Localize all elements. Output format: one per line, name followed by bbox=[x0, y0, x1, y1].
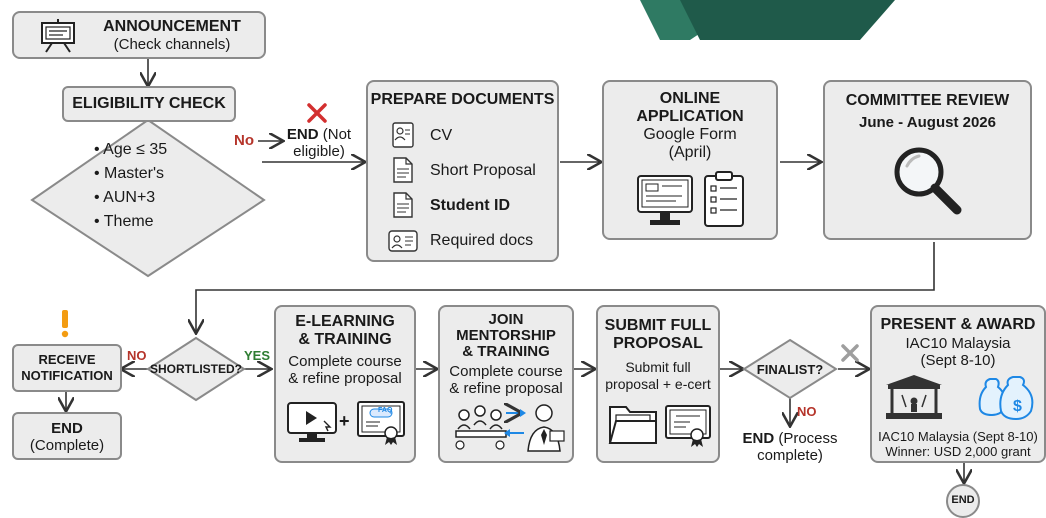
finalist-diamond bbox=[742, 338, 838, 400]
magnifier-icon bbox=[894, 147, 962, 215]
cross-icon bbox=[307, 103, 327, 123]
announcement-box: ANNOUNCEMENT (Check channels) bbox=[12, 11, 266, 59]
document-icon bbox=[393, 192, 413, 218]
online-subtitle: Google Form(April) bbox=[643, 126, 737, 161]
elearning-subtitle: Complete course& refine proposal bbox=[288, 353, 402, 387]
certificate-icon bbox=[357, 401, 405, 445]
committee-title: COMMITTEE REVIEW bbox=[845, 92, 1010, 109]
dollar-sign: $ bbox=[1013, 398, 1022, 415]
committee-review-box: COMMITTEE REVIEW June - August 2026 bbox=[823, 80, 1032, 240]
decorative-banner bbox=[640, 0, 895, 40]
eligibility-diamond bbox=[30, 118, 266, 278]
plus-sign: + bbox=[339, 411, 350, 431]
video-monitor-icon bbox=[287, 402, 337, 442]
eligibility-header: ELIGIBILITY CHECK bbox=[62, 86, 236, 122]
end-final-circle: END bbox=[946, 484, 980, 518]
prepare-documents-box: PREPARE DOCUMENTS CV Short Proposal Stud… bbox=[366, 80, 559, 262]
finalist-no-label: NO bbox=[797, 404, 817, 419]
announcement-subtitle: (Check channels) bbox=[113, 36, 231, 53]
doc-item-label: CV bbox=[430, 127, 453, 144]
present-title: PRESENT & AWARD bbox=[880, 316, 1036, 333]
folder-icon bbox=[608, 406, 657, 444]
present-footer: IAC10 Malaysia (Sept 8-10)Winner: USD 2,… bbox=[878, 429, 1038, 459]
exclamation-icon bbox=[61, 310, 69, 338]
id-card-icon bbox=[388, 230, 418, 252]
mentorship-meeting-icon bbox=[455, 401, 565, 452]
no-label: No bbox=[234, 132, 254, 149]
shortlisted-yes-label: YES bbox=[244, 348, 271, 363]
presentation-board-icon bbox=[41, 19, 75, 53]
end-complete-box: END(Complete) bbox=[12, 412, 122, 460]
doc-item-label: Short Proposal bbox=[430, 162, 536, 179]
end-process-complete: END (Process complete) bbox=[742, 430, 838, 464]
criteria-item: • AUN+3 bbox=[94, 189, 156, 206]
certificate-icon bbox=[665, 405, 711, 447]
eligibility-criteria-list: • Age ≤ 35 • Master's • AUN+3 • Theme bbox=[94, 141, 204, 231]
shortlisted-diamond bbox=[146, 336, 246, 402]
shortlisted-no-label: NO bbox=[127, 348, 147, 363]
end-final-label: END bbox=[951, 494, 975, 506]
elearning-box: E-LEARNING& TRAINING Complete course& re… bbox=[274, 305, 416, 463]
faq-text: FAQ bbox=[378, 407, 393, 414]
committee-dates: June - August 2026 bbox=[859, 114, 996, 131]
shortlisted-label: SHORTLISTED? bbox=[150, 362, 242, 376]
id-card-icon bbox=[392, 122, 414, 148]
finalist-label: FINALIST? bbox=[756, 362, 824, 377]
criteria-item: • Theme bbox=[94, 213, 154, 230]
prepare-title: PREPARE DOCUMENTS bbox=[370, 91, 555, 108]
document-icon bbox=[393, 157, 413, 183]
clipboard-checklist-icon bbox=[704, 171, 744, 227]
mentorship-subtitle: Complete course& refine proposal bbox=[449, 363, 563, 397]
announcement-title: ANNOUNCEMENT bbox=[103, 18, 241, 35]
elearning-title: E-LEARNING& TRAINING bbox=[295, 313, 395, 348]
stage-icon bbox=[886, 375, 942, 419]
criteria-item: • Age ≤ 35 bbox=[94, 141, 168, 158]
doc-item-label: Required docs bbox=[430, 232, 534, 249]
computer-monitor-icon bbox=[637, 175, 693, 225]
end-complete-text: END(Complete) bbox=[29, 420, 105, 454]
money-bag-icon bbox=[978, 376, 1034, 421]
doc-item-label: Student ID bbox=[430, 197, 510, 214]
cross-icon bbox=[841, 344, 859, 362]
present-award-box: PRESENT & AWARD IAC10 Malaysia(Sept 8-10… bbox=[870, 305, 1046, 463]
end-not-eligible: END (Not eligible) bbox=[286, 126, 352, 160]
present-subtitle: IAC10 Malaysia(Sept 8-10) bbox=[905, 335, 1011, 369]
criteria-item: • Master's bbox=[94, 165, 164, 182]
eligibility-title: ELIGIBILITY CHECK bbox=[72, 95, 226, 112]
